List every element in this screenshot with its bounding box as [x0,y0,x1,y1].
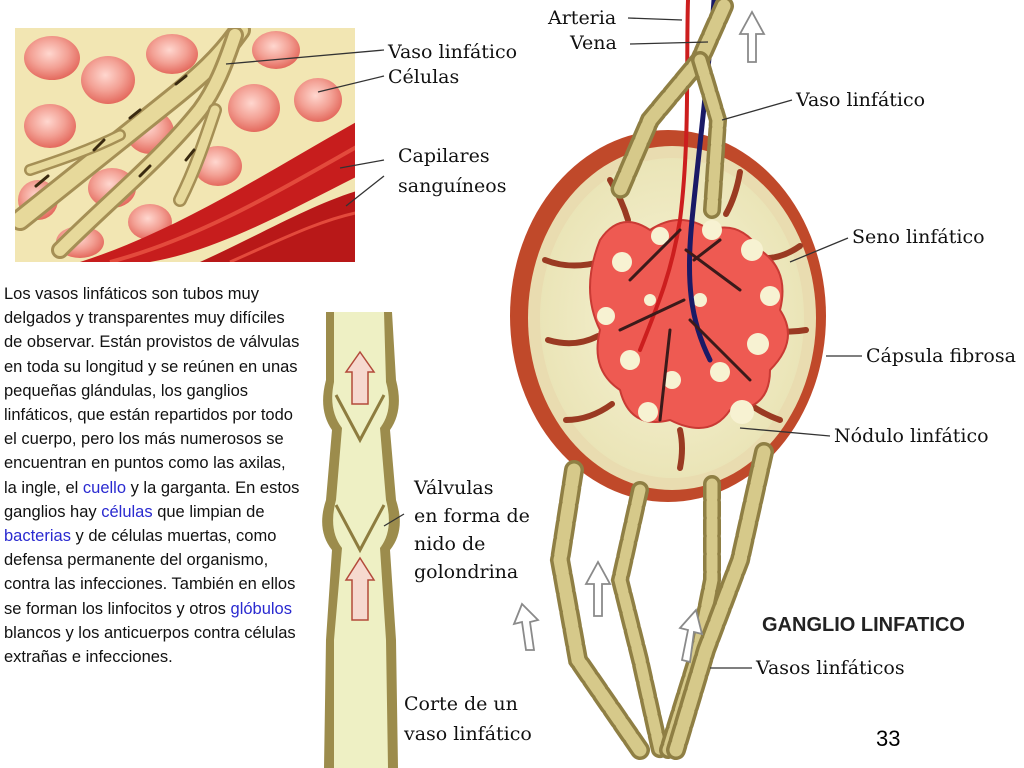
label-valvulas-line1: Válvulas [414,477,494,499]
label-vena: Vena [570,32,617,54]
label-valvulas-line2: en forma de [414,505,530,527]
description-paragraph: Los vasos linfáticos son tubos muy delga… [4,282,302,669]
paragraph-text: y la garganta. En estos ganglios hay [4,478,300,521]
lymph-flow-arrow-icon [512,10,766,664]
paragraph-text: que limpian de [152,502,265,521]
label-corte-line1: Corte de un [404,693,518,715]
label-capilares-line1: Capilares [398,145,490,167]
link-globulos[interactable]: glóbulos [230,599,292,618]
label-celulas: Células [388,66,460,88]
paragraph-text: y de células muertas, como defensa perma… [4,527,296,618]
label-vaso-linfatico-node: Vaso linfático [796,89,926,111]
link-bacterias[interactable]: bacterias [4,527,71,546]
flow-arrow-icon [344,350,376,621]
label-vasos-linfaticos: Vasos linfáticos [756,657,905,679]
label-nodulo-linfatico: Nódulo linfático [834,425,989,447]
lymph-node [510,0,826,502]
page-number: 33 [876,726,901,751]
label-capilares-line2: sanguíneos [398,175,507,197]
blood-capillaries [80,122,355,262]
link-celulas[interactable]: células [101,502,153,521]
label-valvulas-line4: golondrina [414,561,519,583]
label-vaso-linfatico-inset: Vaso linfático [388,41,518,63]
label-corte-line2: vaso linfático [404,723,532,745]
vessel-section [322,312,405,768]
label-valvulas-line3: nido de [414,533,486,555]
node-leader-lines [627,17,862,669]
node-lymph-vessels [549,0,774,760]
lymph-capillary-network [15,28,251,259]
label-capsula-fibrosa: Cápsula fibrosa [866,345,1016,367]
paragraph-text: blancos y los anticuerpos contra células… [4,623,296,667]
paragraph-text: Los vasos linfáticos son tubos muy delga… [4,285,300,497]
diagram-title: GANGLIO LINFATICO [762,614,965,636]
label-seno-linfatico: Seno linfático [852,226,985,248]
link-cuello[interactable]: cuello [82,478,127,497]
inset-leader-lines [225,49,385,207]
tissue-inset [15,28,355,262]
nodule-centers [597,220,780,424]
label-arteria: Arteria [548,7,617,29]
